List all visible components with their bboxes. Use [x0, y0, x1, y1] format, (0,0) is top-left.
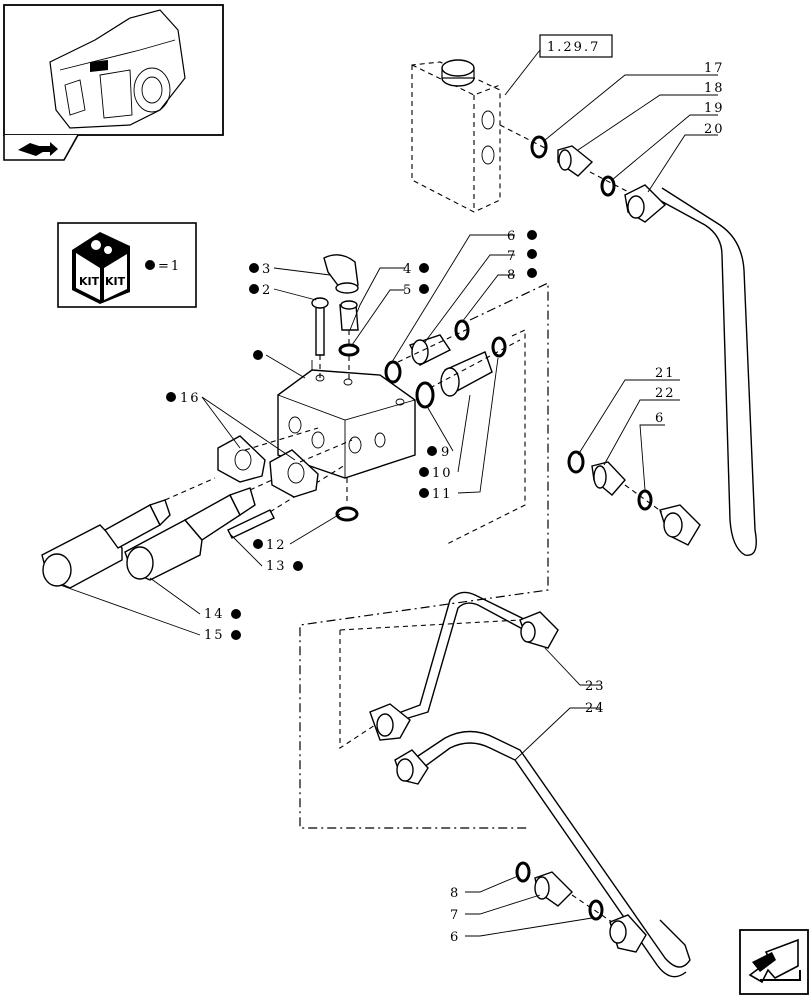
next-page-arrow-icon[interactable] [739, 929, 809, 995]
callout-7: 7 [507, 249, 517, 264]
kit-text-right: KIT [105, 275, 126, 288]
o-ring-8 [454, 319, 470, 341]
o-ring-21 [567, 450, 585, 474]
callout-20: 20 [704, 122, 725, 137]
o-ring-9 [415, 381, 435, 409]
callout-9: 9 [441, 445, 451, 460]
pipe-20 [649, 187, 757, 556]
flanges-16 [217, 427, 353, 498]
callout-8-bottom: 8 [450, 886, 460, 901]
callout-11: 11 [432, 487, 453, 502]
bolt-2 [315, 304, 325, 356]
kit-box-icon: KIT KIT [72, 232, 130, 304]
callout-6-bottom: 6 [450, 930, 460, 945]
callout-22: 22 [655, 386, 676, 401]
o-ring-6 [384, 360, 402, 384]
tractor-thumbnail [49, 9, 186, 129]
o-ring-19 [600, 175, 616, 197]
book-arrow-icon [18, 142, 58, 156]
o-ring-12 [335, 506, 359, 522]
callout-10: 10 [432, 466, 453, 481]
kit-legend: KIT KIT =1 [57, 222, 197, 308]
kit-text-left: KIT [79, 275, 100, 288]
o-ring-6-bottom [588, 899, 604, 921]
callout-18: 18 [704, 81, 725, 96]
callout-4: 4 [403, 262, 413, 277]
bottom-fittings: 8 7 6 [450, 861, 613, 945]
callout-5: 5 [403, 283, 413, 298]
callout-17: 17 [704, 61, 725, 76]
callout-8: 8 [507, 268, 517, 283]
callout-6-right: 6 [655, 411, 665, 426]
callout-14: 14 [204, 607, 225, 622]
callout-23: 23 [585, 679, 606, 694]
callout-21: 21 [655, 366, 676, 381]
pipe-24: 24 [394, 701, 691, 978]
upper-right-fittings [499, 124, 757, 556]
callouts-block-right: 4 5 6 7 8 9 10 11 [349, 229, 537, 502]
block-side-fittings [384, 319, 521, 409]
pipe-23: 23 [369, 591, 606, 741]
o-ring-6-right [637, 489, 653, 511]
callout-3: 3 [262, 262, 272, 277]
dashed-enclosures [299, 282, 549, 829]
screw-13 [227, 509, 275, 539]
kit-equals-label: =1 [158, 259, 181, 274]
callout-6: 6 [507, 229, 517, 244]
o-ring-5 [338, 343, 360, 357]
kit-dot [145, 260, 155, 270]
reservoir-reference-part: 1.29.7 [411, 34, 613, 213]
callout-7-bottom: 7 [450, 908, 460, 923]
callout-12: 12 [266, 538, 287, 553]
callout-24: 24 [585, 701, 606, 716]
callouts-left: 3 2 16 12 13 14 15 [59, 262, 341, 643]
top-valve-parts [311, 254, 360, 380]
callout-19: 19 [704, 101, 725, 116]
right-middle-fittings: 21 22 6 [567, 366, 680, 513]
callout-16: 16 [180, 391, 201, 406]
o-ring-8-bottom [515, 861, 531, 883]
callout-13: 13 [266, 559, 287, 574]
callouts-upper-right: 17 18 19 20 [544, 61, 725, 193]
callout-2: 2 [262, 283, 272, 298]
reference-box-label: 1.29.7 [547, 40, 600, 55]
o-ring-17 [530, 135, 548, 159]
solenoid-valves [41, 477, 273, 589]
thumbnail-panel[interactable] [3, 4, 224, 161]
o-ring-11 [491, 336, 507, 358]
lower-block-parts [227, 464, 359, 539]
callout-15: 15 [204, 628, 225, 643]
